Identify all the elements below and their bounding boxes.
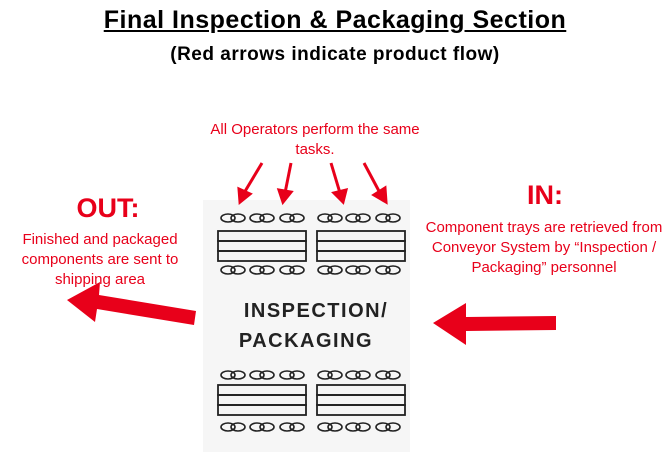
left-arrow-icon xyxy=(433,303,556,345)
page-subtitle: (Red arrows indicate product flow) xyxy=(170,44,500,65)
area-label-line1: INSPECTION/ xyxy=(244,300,388,322)
operator-arrow xyxy=(242,162,264,194)
in-flow-arrow xyxy=(433,303,556,345)
in-heading: IN: xyxy=(527,180,563,210)
in-note: Component trays are retrieved from Conve… xyxy=(425,219,663,276)
arrow-head-icon xyxy=(371,185,388,205)
left-arrow-icon xyxy=(67,282,196,325)
arrow-head-icon xyxy=(331,187,349,205)
operator-arrow xyxy=(362,162,382,194)
operator-arrow xyxy=(329,162,342,194)
operators-note: All Operators perform the same tasks. xyxy=(210,121,420,158)
arrow-head-icon xyxy=(276,188,294,206)
area-label-line2: PACKAGING xyxy=(239,330,373,352)
out-flow-arrow xyxy=(67,282,196,325)
operator-arrow xyxy=(283,162,293,194)
out-note: Finished and packaged components are sen… xyxy=(21,231,179,288)
page-title: Final Inspection & Packaging Section xyxy=(103,6,567,34)
out-heading: OUT: xyxy=(76,193,140,223)
operator-arrows xyxy=(237,162,388,206)
arrow-head-icon xyxy=(237,186,253,205)
